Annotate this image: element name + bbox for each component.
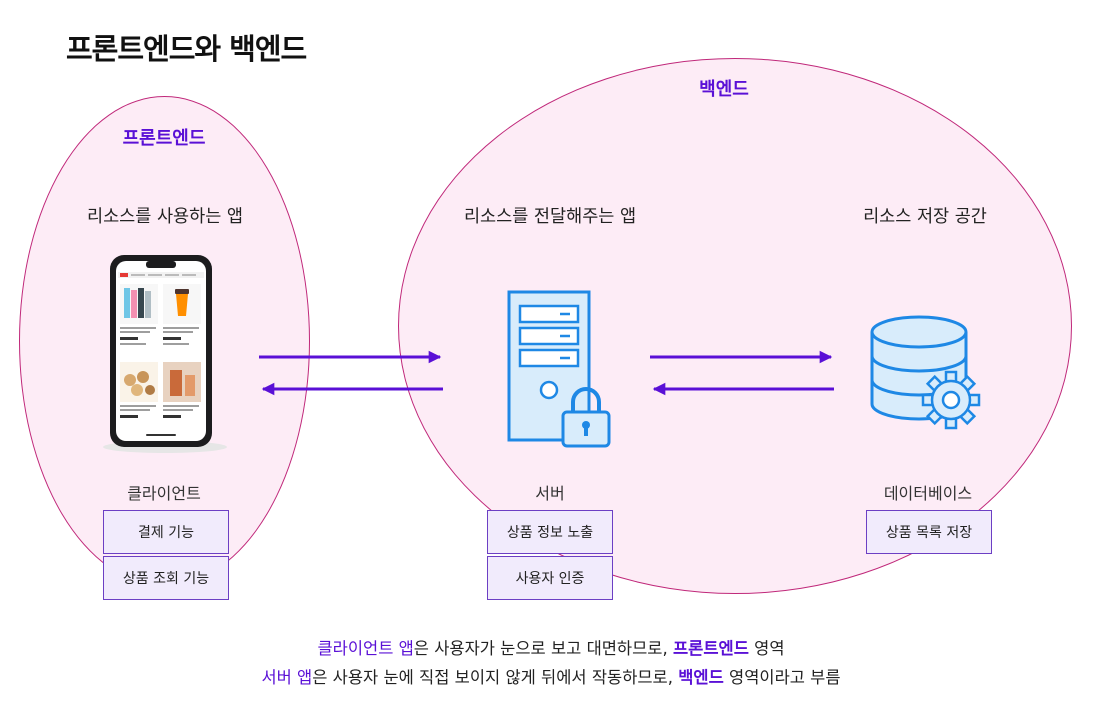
server-desc: 리소스를 전달해주는 앱 — [463, 207, 637, 227]
page-title: 프론트엔드와 백엔드 — [66, 32, 307, 66]
server-node-label: 서버 — [535, 484, 565, 503]
caption-highlight-backend: 백엔드 — [678, 668, 724, 687]
caption-text-end: 영역이라고 부름 — [729, 668, 841, 687]
frontend-label: 프론트엔드 — [122, 128, 206, 149]
client-node-label: 클라이언트 — [127, 484, 201, 503]
server-lock-icon — [507, 290, 611, 448]
caption-line-1: 클라이언트 앱은 사용자가 눈으로 보고 대면하므로, 프론트엔드 영역 — [0, 635, 1102, 659]
database-desc: 리소스 저장 공간 — [863, 207, 987, 227]
caption-highlight-client: 클라이언트 앱 — [317, 639, 414, 658]
caption-text: 은 사용자 눈에 직접 보이지 않게 뒤에서 작동하므로, — [312, 668, 673, 687]
frontend-desc: 리소스를 사용하는 앱 — [86, 207, 244, 227]
caption-highlight-server: 서버 앱 — [261, 668, 313, 687]
backend-label: 백엔드 — [699, 79, 749, 100]
smartphone-icon — [103, 255, 227, 453]
feature-box-product-info: 상품 정보 노출 — [487, 510, 613, 554]
caption-highlight-frontend: 프론트엔드 — [672, 639, 749, 658]
feature-box-product-view: 상품 조회 기능 — [103, 556, 229, 600]
feature-box-payment: 결제 기능 — [103, 510, 229, 554]
database-gear-icon — [870, 315, 981, 430]
caption-text: 은 사용자가 눈으로 보고 대면하므로, — [413, 639, 668, 658]
caption-line-2: 서버 앱은 사용자 눈에 직접 보이지 않게 뒤에서 작동하므로, 백엔드 영역… — [0, 664, 1102, 688]
feature-box-user-auth: 사용자 인증 — [487, 556, 613, 600]
feature-box-product-list: 상품 목록 저장 — [866, 510, 992, 554]
database-node-label: 데이터베이스 — [883, 484, 973, 503]
caption-text-end: 영역 — [754, 639, 785, 658]
